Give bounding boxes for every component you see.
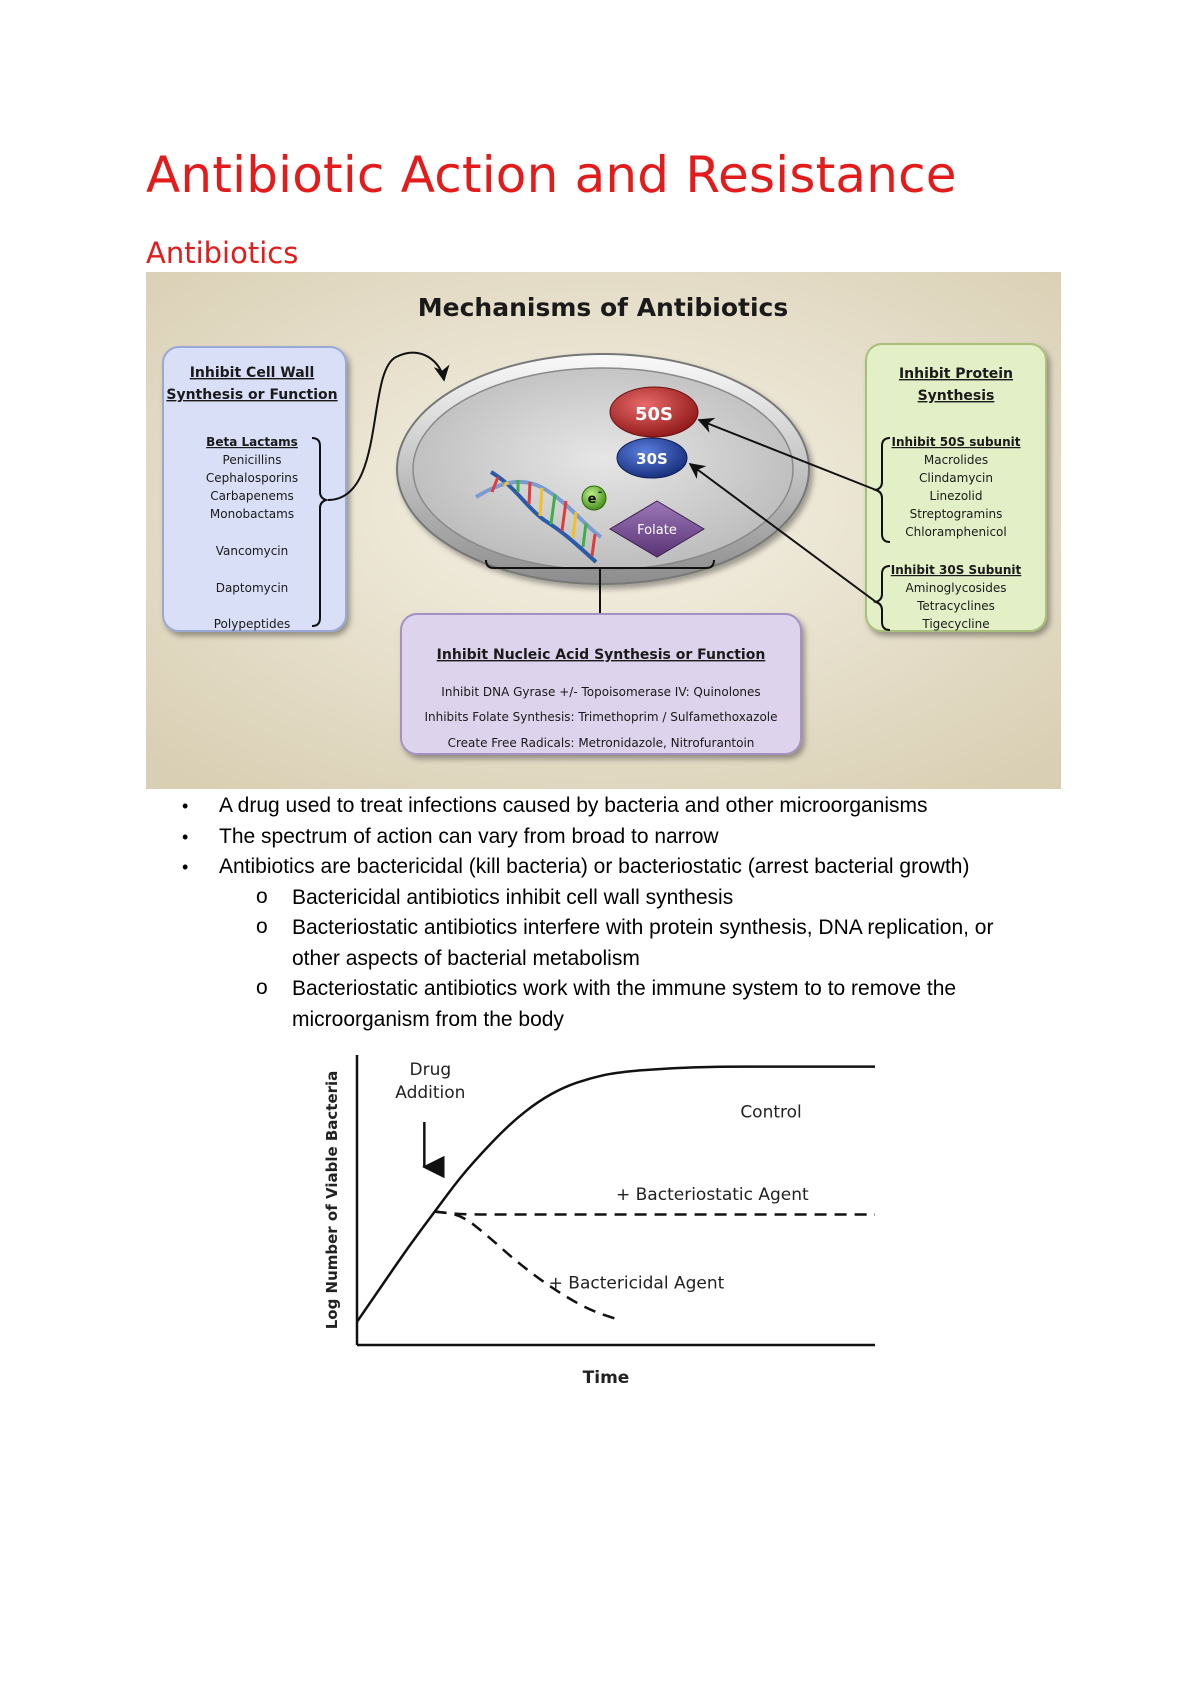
ribosome-30s-label: 30S — [636, 450, 668, 468]
section-heading-antibiotics: Antibiotics — [146, 236, 299, 270]
sub-bullet-marker: o — [256, 915, 268, 938]
bullet-list: • A drug used to treat infections caused… — [146, 791, 1076, 1035]
drug-macrolides: Macrolides — [924, 453, 988, 467]
bullet-marker: • — [182, 857, 189, 877]
drug-cephalosporins: Cephalosporins — [206, 471, 298, 485]
mechanisms-figure: Mechanisms of Antibiotics 50S 30S e - Fo… — [146, 272, 1061, 789]
bullet-text: The spectrum of action can vary from bro… — [219, 824, 719, 848]
bullet-text: A drug used to treat infections caused b… — [219, 794, 928, 817]
nucleic-acid-box: Inhibit Nucleic Acid Synthesis or Functi… — [400, 613, 802, 755]
series-label-bacteriostatic: + Bacteriostatic Agent — [616, 1185, 809, 1205]
x-axis-label: Time — [583, 1368, 630, 1388]
drug-tetracyclines: Tetracyclines — [916, 599, 995, 613]
bullet-item: • The spectrum of action can vary from b… — [146, 822, 1076, 853]
page-title: Antibiotic Action and Resistance — [146, 146, 957, 204]
bullet-marker: • — [182, 826, 189, 847]
sub-bullet-item: o Bacteriostatic antibiotics work with t… — [146, 974, 1076, 1035]
protein-title-line1: Inhibit Protein — [899, 366, 1013, 382]
drug-linezolid: Linezolid — [930, 489, 983, 503]
sub-bullet-text: Bacteriostatic antibiotics work with the… — [292, 977, 957, 1000]
arrow-to-50s — [697, 417, 877, 491]
nucleic-line-folate: Inhibits Folate Synthesis: Trimethoprim … — [424, 710, 777, 724]
sub-bullet-item: o Bactericidal antibiotics inhibit cell … — [146, 883, 1076, 914]
series-label-control: Control — [740, 1102, 801, 1122]
drug-daptomycin: Daptomycin — [216, 581, 289, 595]
drug-carbapenems: Carbapenems — [210, 489, 294, 503]
drug-polypeptides: Polypeptides — [214, 617, 291, 631]
beta-lactams-title: Beta Lactams — [206, 435, 298, 449]
inhibit-50s-title: Inhibit 50S subunit — [891, 435, 1020, 449]
drug-vancomycin: Vancomycin — [216, 544, 289, 558]
sub-bullet-marker: o — [256, 976, 268, 999]
protein-synthesis-box: Inhibit Protein Synthesis Inhibit 50S su… — [865, 343, 1047, 632]
free-radical-electron: e - — [581, 485, 607, 511]
y-axis-label: Log Number of Viable Bacteria — [323, 1071, 341, 1330]
electron-label: e — [588, 492, 597, 507]
nucleic-title: Inhibit Nucleic Acid Synthesis or Functi… — [437, 647, 766, 663]
inhibit-30s-title: Inhibit 30S Subunit — [891, 563, 1022, 577]
cell-wall-arrow — [327, 351, 450, 501]
drug-clindamycin: Clindamycin — [919, 471, 993, 485]
series-bactericidal — [434, 1210, 617, 1321]
folate-diamond: Folate — [609, 500, 705, 558]
series-label-bactericidal: + Bactericidal Agent — [549, 1273, 725, 1293]
folate-label: Folate — [637, 523, 677, 538]
mechanisms-heading: Mechanisms of Antibiotics — [418, 293, 788, 322]
growth-chart: Log Number of Viable Bacteria Time Drug … — [315, 1045, 885, 1400]
drug-chloramphenicol: Chloramphenicol — [905, 525, 1006, 539]
drug-streptogramins: Streptogramins — [910, 507, 1003, 521]
drug-aminoglycosides: Aminoglycosides — [905, 581, 1006, 595]
drug-penicillins: Penicillins — [223, 453, 282, 467]
drug-addition-label-line2: Addition — [395, 1083, 465, 1103]
sub-bullet-text-cont: microorganism from the body — [292, 1007, 564, 1031]
series-control — [355, 1065, 875, 1323]
nucleic-line-quinolones: Inhibit DNA Gyrase +/- Topoisomerase IV:… — [441, 685, 760, 699]
cell-wall-title-line1: Inhibit Cell Wall — [190, 365, 315, 381]
sub-bullet-marker: o — [256, 884, 268, 908]
ribosome-50s: 50S — [609, 386, 699, 438]
sub-bullet-text: Bacteriostatic antibiotics interfere wit… — [292, 916, 994, 939]
bullet-item: • Antibiotics are bactericidal (kill bac… — [146, 852, 1076, 883]
sub-bullet-text: Bactericidal antibiotics inhibit cell wa… — [292, 885, 734, 909]
cell-wall-box: Inhibit Cell Wall Synthesis or Function … — [162, 346, 347, 632]
cell-wall-title-line2: Synthesis or Function — [166, 387, 337, 403]
drug-addition-label: Drug — [410, 1060, 452, 1080]
series-layer — [355, 1065, 875, 1323]
bacterial-cell — [396, 353, 810, 585]
dna-helix-icon — [474, 470, 603, 564]
bullet-item: • A drug used to treat infections caused… — [146, 791, 1076, 822]
bullet-text: Antibiotics are bactericidal (kill bacte… — [219, 855, 970, 878]
ribosome-50s-label: 50S — [635, 404, 673, 425]
ribosome-30s: 30S — [616, 437, 688, 479]
series-bacteriostatic — [434, 1210, 875, 1216]
sub-bullet-item: o Bacteriostatic antibiotics interfere w… — [146, 913, 1076, 974]
arrow-to-30s — [688, 463, 877, 603]
sub-bullet-text-cont: other aspects of bacterial metabolism — [292, 946, 640, 970]
nucleic-line-free-radicals: Create Free Radicals: Metronidazole, Nit… — [448, 736, 755, 750]
bullet-marker: • — [182, 796, 189, 816]
drug-tigecycline: Tigecycline — [921, 617, 989, 631]
protein-title-line2: Synthesis — [918, 388, 995, 404]
electron-superscript: - — [598, 487, 602, 498]
drug-monobactams: Monobactams — [210, 507, 294, 521]
